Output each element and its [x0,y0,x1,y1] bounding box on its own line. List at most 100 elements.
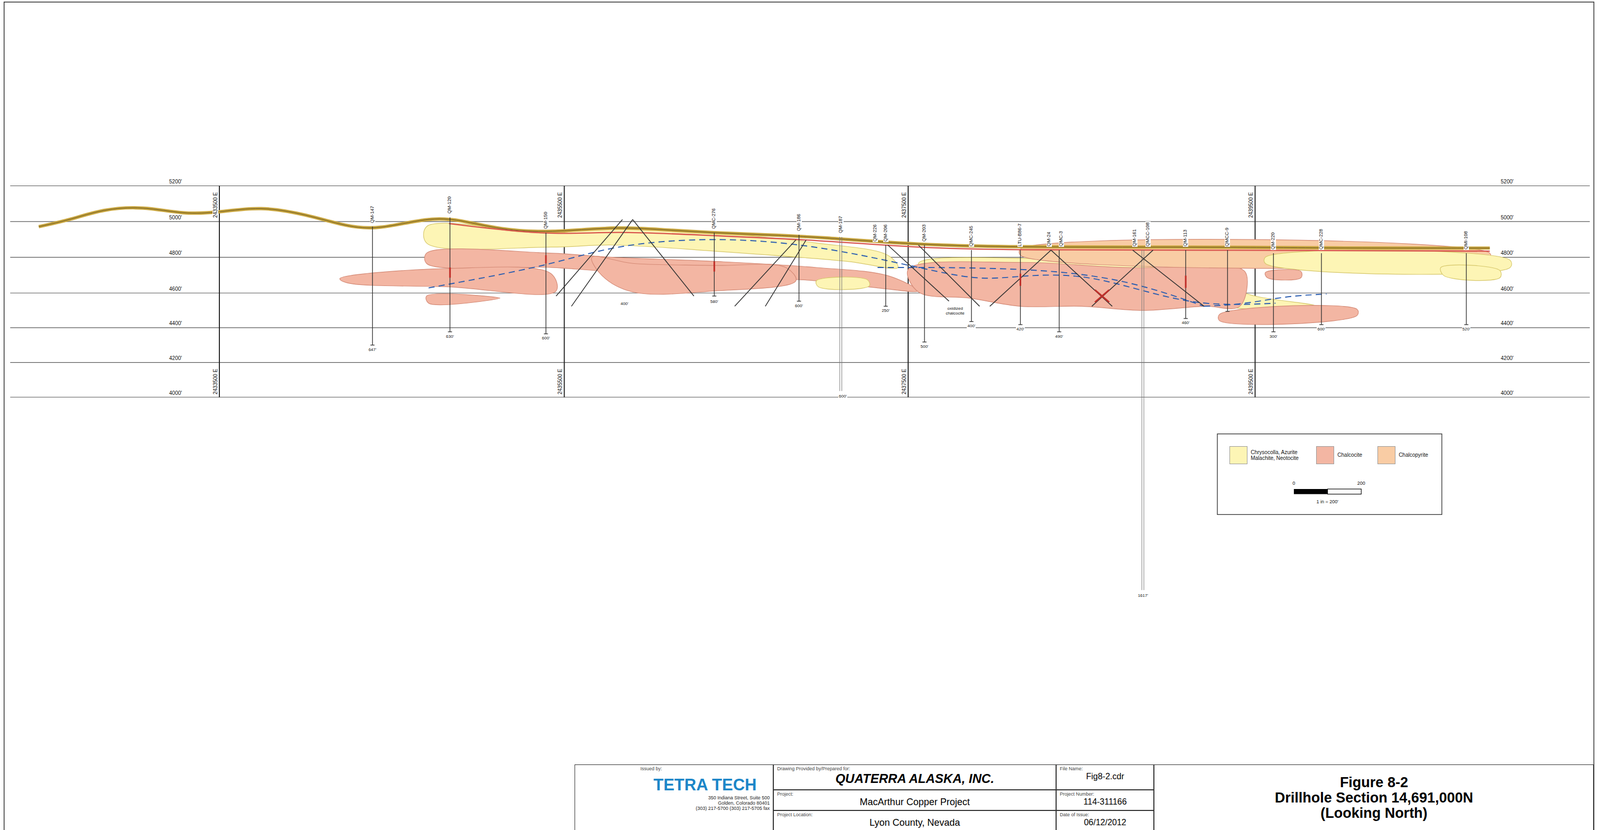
section-label: 300' [1269,334,1279,340]
legend-swatch [1229,446,1248,465]
cell-value: (303) 217-5700 (303) 217-5705 fax [640,806,770,812]
section-label: 5200' [1500,178,1514,185]
drillhole [1320,253,1322,325]
section-label: 600' [838,394,848,400]
drillhole [714,232,715,297]
legend-swatch [1316,446,1335,465]
section-label: 490' [1054,334,1064,340]
cell-value: 350 Indiana Street, Suite 500 [640,795,770,801]
cell-value: MacArthur Copper Project [777,797,1053,808]
cell-value: TETRA TECH [640,775,770,794]
oxide-boundary [877,267,1205,307]
hole-end-tick [922,341,927,342]
hole-end-tick [1464,324,1469,325]
vertical-label: 2439500 E [1247,191,1254,219]
angled-drillhole [888,244,950,301]
drillhole [545,232,547,334]
drillhole [970,250,972,322]
ore-zone [1264,269,1302,281]
hole-end-tick [883,306,889,307]
scale-bar-white [1327,488,1362,495]
cell-caption: Project: [777,791,794,798]
ore-zone [816,276,871,290]
vertical-label: QM-203 [921,223,928,243]
elevation-gridline [10,396,1590,398]
elevation-gridline [10,292,1590,294]
vertical-label: QM-226 [872,223,878,243]
cell-value: Drillhole Section 14,691,000N [1157,790,1590,806]
vertical-label: QM-187 [838,215,844,235]
angled-drillhole [1050,250,1113,307]
vertical-label: QMCC-9 [1224,227,1230,248]
oxide-boundary [428,239,1276,305]
title-block-cell: Project Number:114-311166 [1056,789,1154,811]
ore-zone [426,293,501,305]
cell-caption: Project Location: [777,812,813,818]
hole-end-tick [1183,318,1188,319]
section-label: 600' [1316,327,1326,332]
title-block-cell: Project Location:Lyon County, Nevada [773,810,1057,830]
cell-value: 114-311166 [1059,797,1151,807]
cell-caption: Date of Issue: [1059,812,1090,818]
section-label: 420' [1015,327,1025,332]
vertical-label: QM-220 [1270,231,1276,251]
drillhole [1020,250,1021,325]
section-label: 460' [1181,320,1191,326]
section-label: 630' [445,334,455,340]
easting-gridline [1254,185,1256,397]
vertical-label: QM-206 [883,223,889,243]
title-block-cell: Project:MacArthur Copper Project [773,789,1057,811]
title-block-cell: Drawing Provided by/Prepared for:QUATERR… [773,764,1057,790]
section-label: 4000' [168,390,183,396]
section-label: 250' [881,308,891,314]
angled-drillhole [765,239,807,307]
drillhole [372,226,373,346]
section-label: 647' [367,347,377,353]
drillhole [923,244,925,342]
drillhole [449,217,451,332]
section-label: 520' [1462,327,1472,332]
section-label: 580' [709,299,719,305]
drillhole [1273,253,1274,332]
angled-drillhole [918,244,980,307]
drillhole [885,244,886,307]
hole-end-tick [969,321,974,322]
hole-end-tick [711,295,717,297]
cell-caption: Drawing Provided by/Prepared for: [777,766,850,772]
section-label: 5200' [168,178,183,185]
section-label: 5000' [1500,214,1514,221]
angled-drillhole [556,219,623,297]
ore-zone [591,256,797,295]
vertical-label: 2439500 E [1247,368,1254,395]
legend-box [1217,433,1442,515]
vertical-label: QMC-228 [1318,228,1325,251]
title-block-cell: File Name:Fig8-2.cdr [1056,764,1154,790]
section-label: 5000' [168,214,183,221]
vertical-label: 2437500 E [901,368,908,395]
vertical-label: QM-150 [543,211,549,230]
hole-end-tick [1319,324,1324,325]
elevation-gridline [10,362,1590,363]
easting-gridline [563,185,566,397]
angled-drillhole [734,239,797,307]
section-label: 4400' [168,320,183,327]
hole-end-tick [543,333,549,335]
legend-item: Chalcocite [1316,446,1375,465]
vertical-label: QMC-245 [968,225,975,247]
cell-value: 06/12/2012 [1059,817,1151,827]
cell-value: Lyon County, Nevada [777,817,1053,828]
assay-interval [713,261,716,272]
vertical-label: LTU-B86-7 [1017,223,1023,247]
section-label: 4000' [1500,390,1514,396]
cell-value: Golden, Colorado 80401 [640,800,770,807]
angled-drillhole [990,250,1052,307]
drillhole [1058,250,1060,332]
ore-zone [1218,305,1359,325]
section-label: 4800' [1500,250,1514,256]
title-block-cell: Figure 8-2Drillhole Section 14,691,000N(… [1153,764,1594,830]
section-label: 0 [1291,481,1296,487]
section-label: 1 in = 200' [1316,499,1340,505]
angled-drillhole [571,219,633,307]
surface-contact [448,223,1490,252]
